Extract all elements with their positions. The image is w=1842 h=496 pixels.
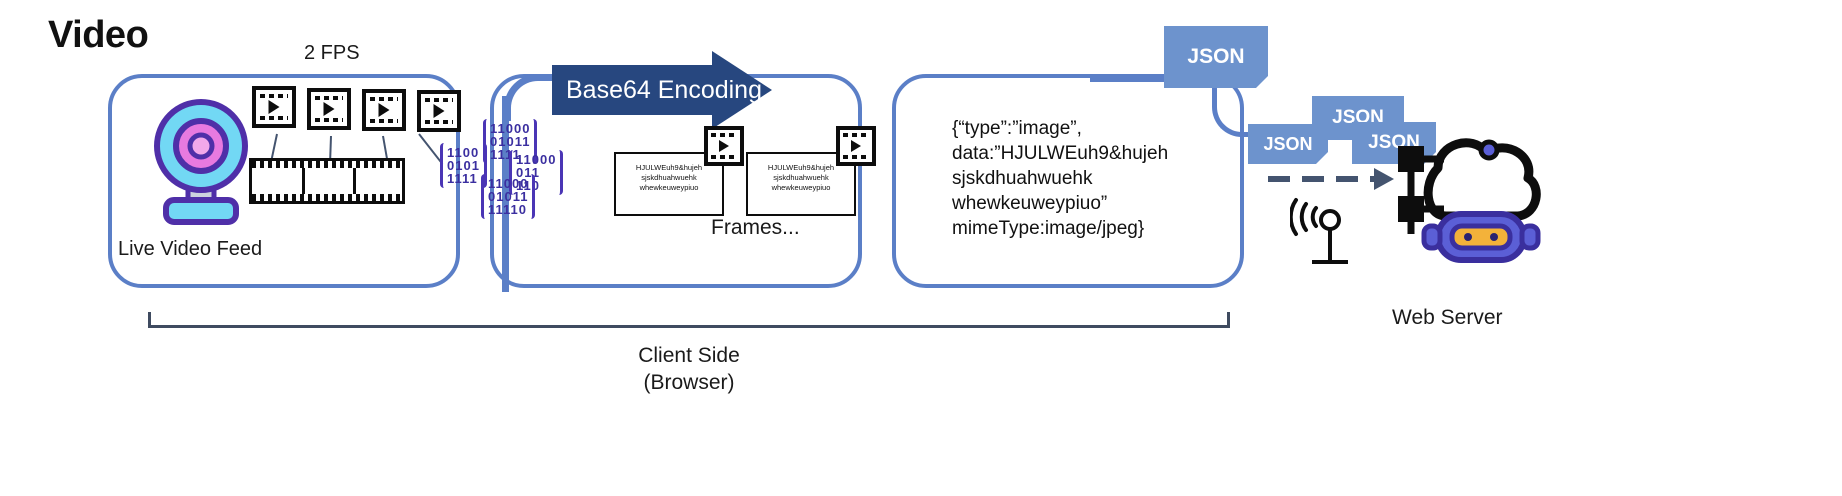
wifi-antenna-icon <box>1288 196 1368 268</box>
encoded-frame-card: HJULWEuh9&hujeh sjskdhuahwuehk whewkeuwe… <box>746 126 876 216</box>
client-side-bracket <box>148 312 1230 328</box>
live-video-feed-label: Live Video Feed <box>118 238 263 260</box>
flow-line <box>502 96 509 292</box>
flow-line-curve <box>504 74 571 121</box>
encoded-frame-card: HJULWEuh9&hujeh sjskdhuahwuehk whewkeuwe… <box>614 126 744 216</box>
video-frame-icon <box>417 90 461 132</box>
robot-server-icon <box>1386 122 1546 272</box>
base64-encoding-arrow: Base64 Encoding <box>552 51 772 129</box>
encoded-frame-text: HJULWEuh9&hujeh sjskdhuahwuehk whewkeuwe… <box>767 163 835 192</box>
panel-json-payload <box>892 74 1244 288</box>
encoded-frame-text: HJULWEuh9&hujeh sjskdhuahwuehk whewkeuwe… <box>635 163 703 192</box>
binary-lines: 11000 <box>490 121 531 136</box>
binary-lines: 11000 <box>488 176 529 191</box>
binary-lines: 01011 <box>490 134 531 149</box>
dashed-arrow-head-icon <box>1374 168 1394 190</box>
video-frame-thumbnails <box>252 86 462 132</box>
binary-lines: 1100 <box>447 145 480 160</box>
filmstrip-icon <box>249 158 405 204</box>
json-tag: JSON <box>1248 124 1328 164</box>
video-frame-icon <box>252 86 296 128</box>
binary-lines: 0101 <box>447 158 480 173</box>
web-server-label: Web Server <box>1392 306 1503 329</box>
binary-lines: 1111 <box>447 171 478 186</box>
fps-label: 2 FPS <box>304 42 360 64</box>
base64-encoding-label: Base64 Encoding <box>566 76 762 104</box>
video-frame-icon <box>362 89 406 131</box>
video-frame-icon <box>307 88 351 130</box>
json-connector-curve <box>1212 88 1261 137</box>
json-connector <box>1090 78 1168 82</box>
frames-label: Frames... <box>711 216 800 239</box>
webcam-icon <box>146 96 256 228</box>
json-tag-label: JSON <box>1263 133 1313 154</box>
binary-lines: 11000 <box>516 152 557 167</box>
binary-lines: 01011 <box>488 189 529 204</box>
binary-lines: 11110 <box>488 202 527 217</box>
page-title: Video <box>48 14 149 56</box>
client-side-label: Client Side (Browser) <box>638 344 740 394</box>
json-tag: JSON <box>1164 26 1268 88</box>
video-frame-icon <box>836 126 876 166</box>
json-payload-text: {“type”:”image”, data:”HJULWEuh9&hujeh s… <box>952 118 1169 239</box>
dashed-arrow-icon <box>1268 176 1376 182</box>
video-frame-icon <box>704 126 744 166</box>
json-tag-label: JSON <box>1187 45 1245 68</box>
